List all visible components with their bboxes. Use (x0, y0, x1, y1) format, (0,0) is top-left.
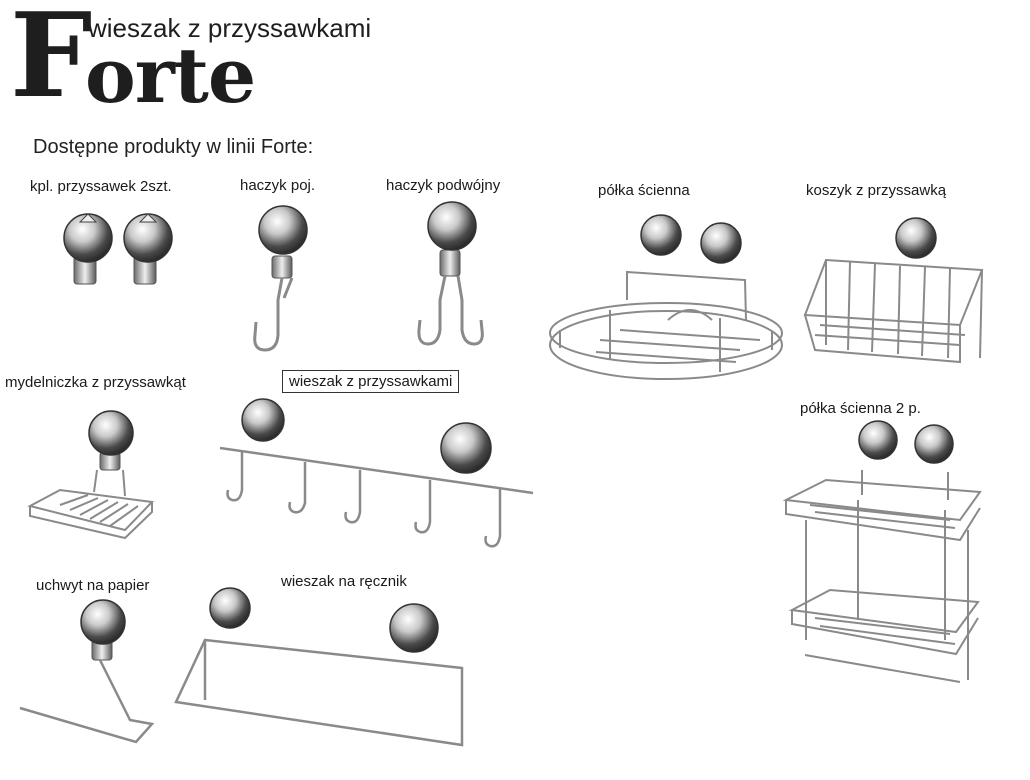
label-soap-dish: mydelniczka z przyssawkąt (5, 374, 186, 391)
label-wall-shelf: półka ścienna (598, 182, 690, 199)
two-tier-shelf-image (782, 420, 982, 683)
double-hook-image (417, 201, 484, 346)
basket-image (803, 217, 984, 364)
label-wall-shelf-2: półka ścienna 2 p. (800, 400, 921, 417)
suction-cup-pair-image (63, 213, 173, 285)
label-double-hook: haczyk podwójny (386, 177, 501, 194)
label-towel-holder: wieszak na ręcznik (281, 573, 407, 590)
intro-heading: Dostępne produkty w linii Forte: (33, 136, 314, 158)
brand-name: orte (85, 31, 256, 120)
paper-holder-image (19, 599, 155, 744)
rack-image (219, 398, 534, 548)
label-rack: wieszak z przyssawkami (282, 370, 460, 393)
wall-shelf-image (549, 214, 783, 380)
brand-subtitle: wieszak z przyssawkami (88, 13, 372, 43)
label-single-hook: haczyk poj. (240, 177, 316, 194)
soap-dish-image (27, 410, 155, 540)
single-hook-image (253, 205, 308, 352)
brand-initial: F (10, 0, 93, 124)
towel-holder-image (174, 587, 464, 747)
label-basket: koszyk z przyssawką (806, 182, 947, 199)
label-paper-holder: uchwyt na papier (36, 577, 150, 594)
label-suction-pair: kpl. przyssawek 2szt. (30, 178, 172, 195)
